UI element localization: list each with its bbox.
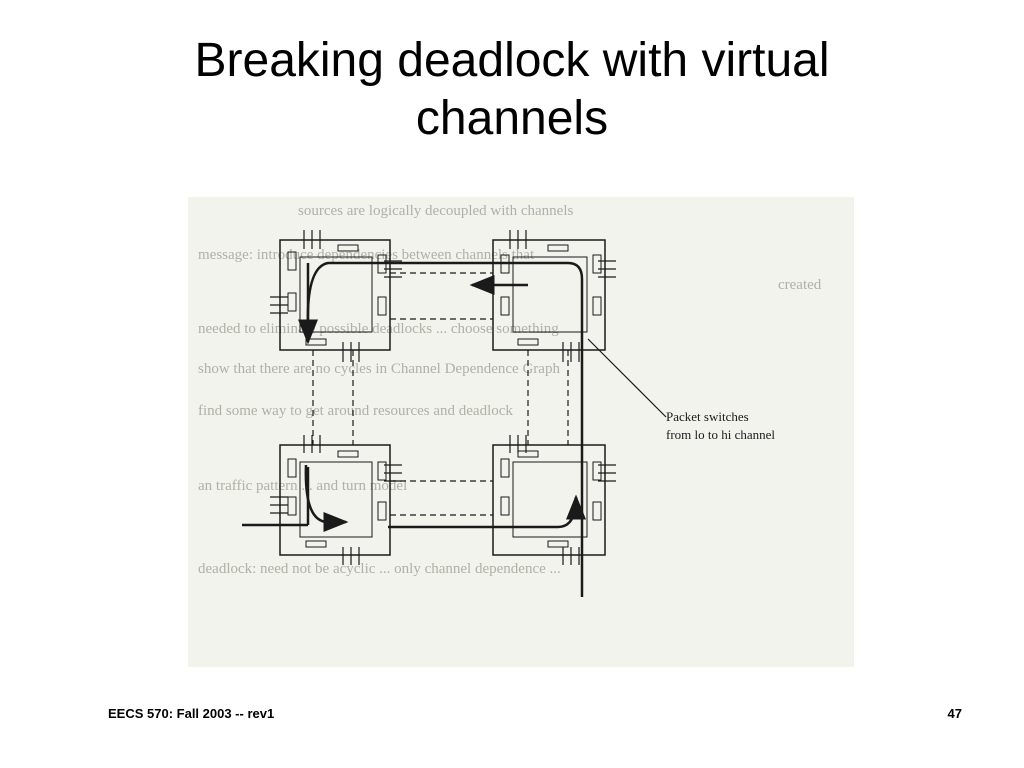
- bleed-line: created: [778, 277, 822, 293]
- footer-page-number: 47: [947, 706, 962, 721]
- virtual-channel-links: [312, 272, 569, 516]
- router-bottom-left: [279, 444, 391, 556]
- callout-line-2: from lo to hi channel: [666, 427, 775, 442]
- slide-title: Breaking deadlock with virtual channels: [0, 32, 1024, 148]
- packet-path: [242, 261, 586, 597]
- figure-svg: sources are logically decoupled with cha…: [198, 203, 822, 597]
- bottom-left-arrow: [304, 464, 349, 532]
- callout-leader-line: [587, 338, 667, 418]
- title-line-2: channels: [415, 92, 609, 145]
- title-line-1: Breaking deadlock with virtual: [194, 34, 830, 87]
- bleed-line: needed to eliminate possible deadlocks .…: [198, 321, 559, 337]
- bleed-line: sources are logically decoupled with cha…: [298, 203, 573, 219]
- bleed-line: message: introduce dependencies between …: [198, 247, 535, 263]
- main-loop-path: [306, 261, 584, 597]
- bottom-right-arrow: [388, 494, 586, 529]
- virtual-channel-figure: sources are logically decoupled with cha…: [188, 197, 854, 667]
- bleed-line: deadlock: need not be acyclic ... only c…: [198, 561, 561, 577]
- bleed-line: find some way to get around resources an…: [198, 403, 513, 419]
- footer-course: EECS 570: Fall 2003 -- rev1: [108, 706, 275, 721]
- bleed-through-text: sources are logically decoupled with cha…: [198, 203, 822, 577]
- bleed-line: an traffic pattern ... and turn model: [198, 478, 407, 494]
- router-bottom-right: [492, 444, 606, 556]
- port-ticks: [270, 230, 616, 565]
- callout-line-1: Packet switches: [666, 409, 749, 424]
- bleed-line: show that there are no cycles in Channel…: [198, 361, 560, 377]
